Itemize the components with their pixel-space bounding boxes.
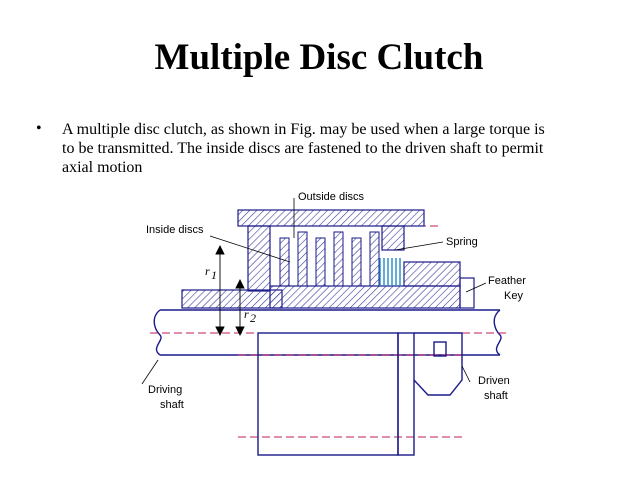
slide-title: Multiple Disc Clutch bbox=[154, 37, 484, 78]
bullet-text: A multiple disc clutch, as shown in Fig.… bbox=[62, 120, 618, 177]
label-r1: r bbox=[205, 264, 210, 278]
bullet-line-3: axial motion bbox=[62, 159, 143, 176]
label-r2: r bbox=[244, 307, 249, 321]
inner-hub bbox=[269, 261, 475, 309]
label-spring: Spring bbox=[446, 236, 478, 248]
label-driving-shaft: shaft bbox=[160, 399, 184, 411]
radius-dimensions bbox=[215, 244, 245, 337]
label-driving: Driving bbox=[148, 384, 182, 396]
label-r2-sub: 2 bbox=[250, 311, 256, 325]
bullet-line-2: to be transmitted. The inside discs are … bbox=[62, 140, 544, 157]
spring bbox=[379, 258, 401, 286]
label-driven-shaft: shaft bbox=[484, 390, 508, 402]
label-r1-sub: 1 bbox=[211, 268, 217, 282]
outer-housing bbox=[181, 209, 425, 309]
lower-body bbox=[257, 332, 463, 456]
label-inside-discs: Inside discs bbox=[146, 224, 204, 236]
label-outside-discs: Outside discs bbox=[298, 191, 365, 203]
bullet-glyph: • bbox=[36, 120, 42, 137]
label-driven: Driven bbox=[478, 375, 510, 387]
bullet-line-1: A multiple disc clutch, as shown in Fig.… bbox=[62, 121, 545, 138]
leader-lines bbox=[141, 198, 487, 385]
center-lines bbox=[150, 225, 510, 438]
clutch-discs bbox=[279, 231, 380, 287]
label-key: Key bbox=[504, 290, 523, 302]
label-feather: Feather bbox=[488, 275, 526, 287]
